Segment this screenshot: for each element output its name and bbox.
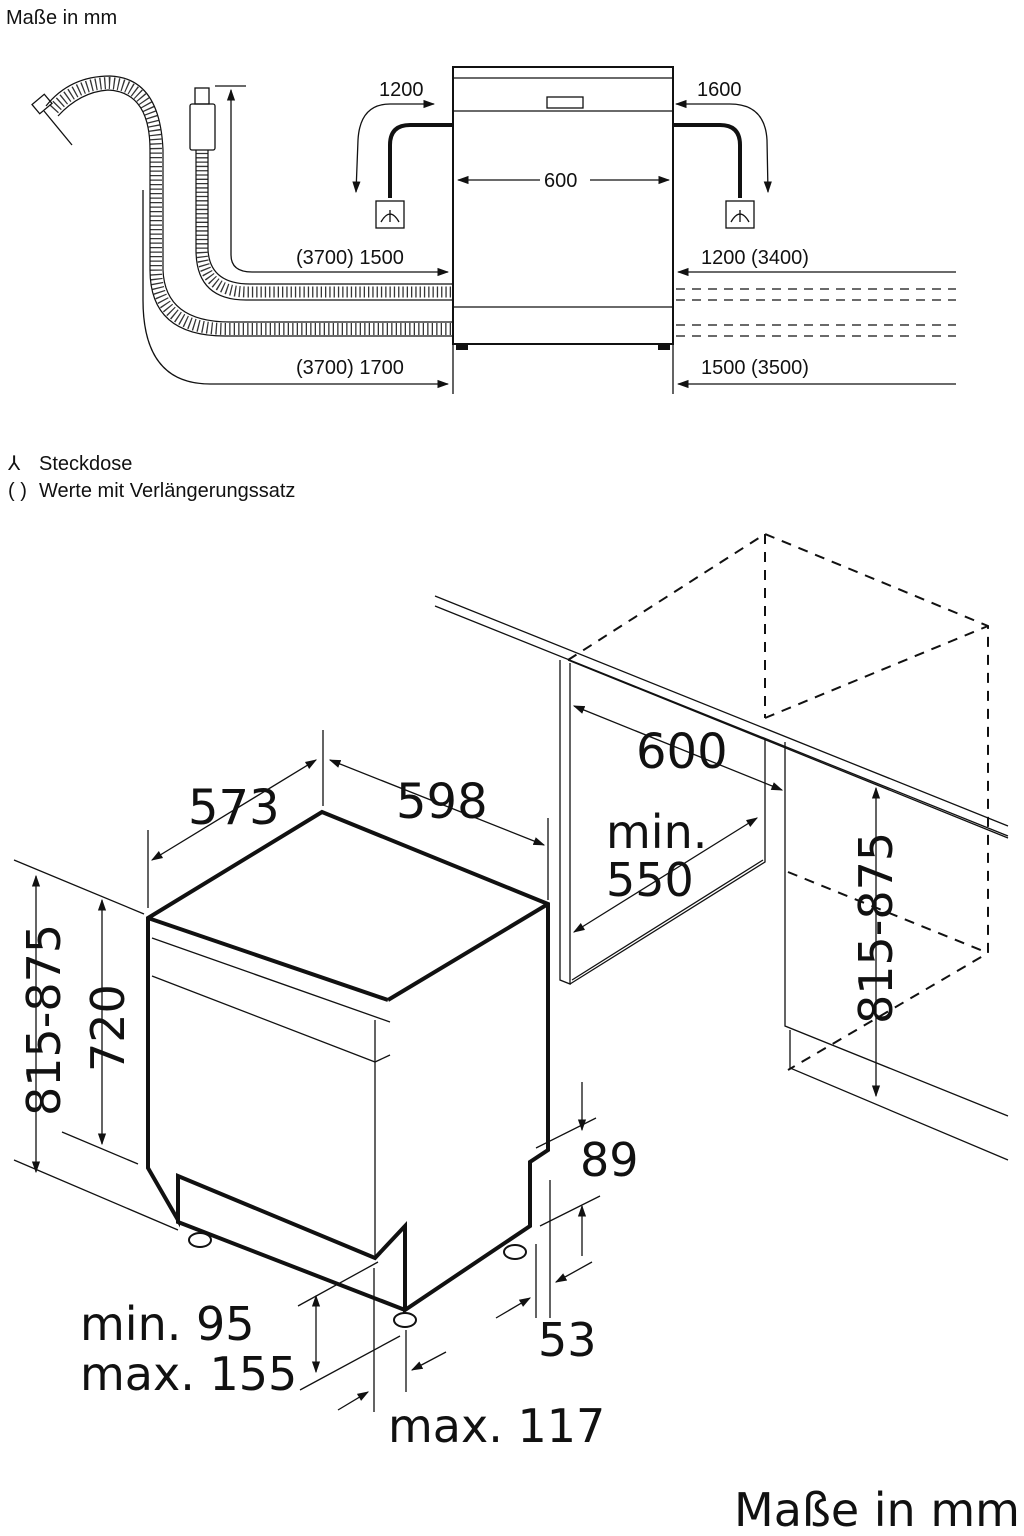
dim-plinth: 89	[580, 1133, 639, 1187]
niche-width-arrow	[572, 705, 784, 791]
drain-hose-end-line	[43, 110, 73, 146]
dim-inlet-right: 1200 (3400)	[701, 247, 809, 269]
dim-socket-left: 1200	[379, 79, 424, 101]
power-cable-right	[674, 123, 742, 198]
legend-extension-label: Werte mit Verlängerungssatz	[39, 480, 295, 502]
countertop-top-edge	[434, 595, 1009, 827]
inlet-hose	[189, 87, 452, 301]
units-label-top: Maße in mm	[6, 7, 117, 29]
dim-width-600: 600	[544, 170, 577, 192]
dim-niche-height: 815-875	[849, 832, 903, 1024]
dim-depth: 573	[188, 780, 280, 836]
niche-cabinet-dashed	[567, 532, 989, 1071]
dishwasher-front-view	[452, 66, 674, 350]
front-offset-arrow-left	[337, 1391, 370, 1411]
dim-height-total: 815-875	[17, 924, 71, 1116]
niche-depth-arrow	[573, 817, 758, 933]
dim-inlet-left: (3700) 1500	[296, 247, 404, 269]
dim-foot-offset: 53	[538, 1313, 597, 1367]
dim-socket-right: 1600	[697, 79, 742, 101]
dim-feet-line1: min. 95	[80, 1297, 255, 1351]
dim-niche-width: 600	[636, 724, 728, 780]
dim-niche-depth-line2: 550	[606, 853, 694, 907]
dim-front-offset: max. 117	[388, 1399, 605, 1453]
legend-socket-symbol: ⅄	[7, 453, 21, 475]
socket-right-curve-arrow	[674, 99, 772, 194]
offset-arrow-right	[554, 1261, 593, 1283]
socket-icon-right	[725, 200, 755, 229]
inlet-left-arrow	[226, 88, 450, 277]
dim-feet-line2: max. 155	[80, 1347, 297, 1401]
dim-drain-right: 1500 (3500)	[701, 357, 809, 379]
dim-width: 598	[396, 774, 488, 830]
socket-icon-left	[375, 200, 405, 229]
front-offset-arrow-right	[410, 1351, 447, 1371]
countertop-underside	[567, 659, 1009, 839]
drain-left-arrow	[142, 190, 450, 389]
width-arrow	[328, 759, 546, 846]
dim-niche-depth-line1: min.	[606, 805, 707, 859]
legend-socket-label: Steckdose	[39, 453, 132, 475]
depth-arrow	[151, 759, 317, 861]
niche-right-panel	[784, 742, 1009, 1161]
dishwasher-3d	[146, 809, 550, 1328]
power-cable-left	[388, 123, 452, 198]
drain-hose	[31, 75, 452, 337]
offset-arrow-left	[495, 1297, 532, 1319]
units-label-bottom: Maße in mm	[734, 1483, 1020, 1536]
socket-left-curve-arrow	[352, 99, 436, 194]
dim-height-body: 720	[81, 984, 135, 1072]
legend-extension-symbol: ( )	[8, 480, 27, 502]
dim-drain-left: (3700) 1700	[296, 357, 404, 379]
